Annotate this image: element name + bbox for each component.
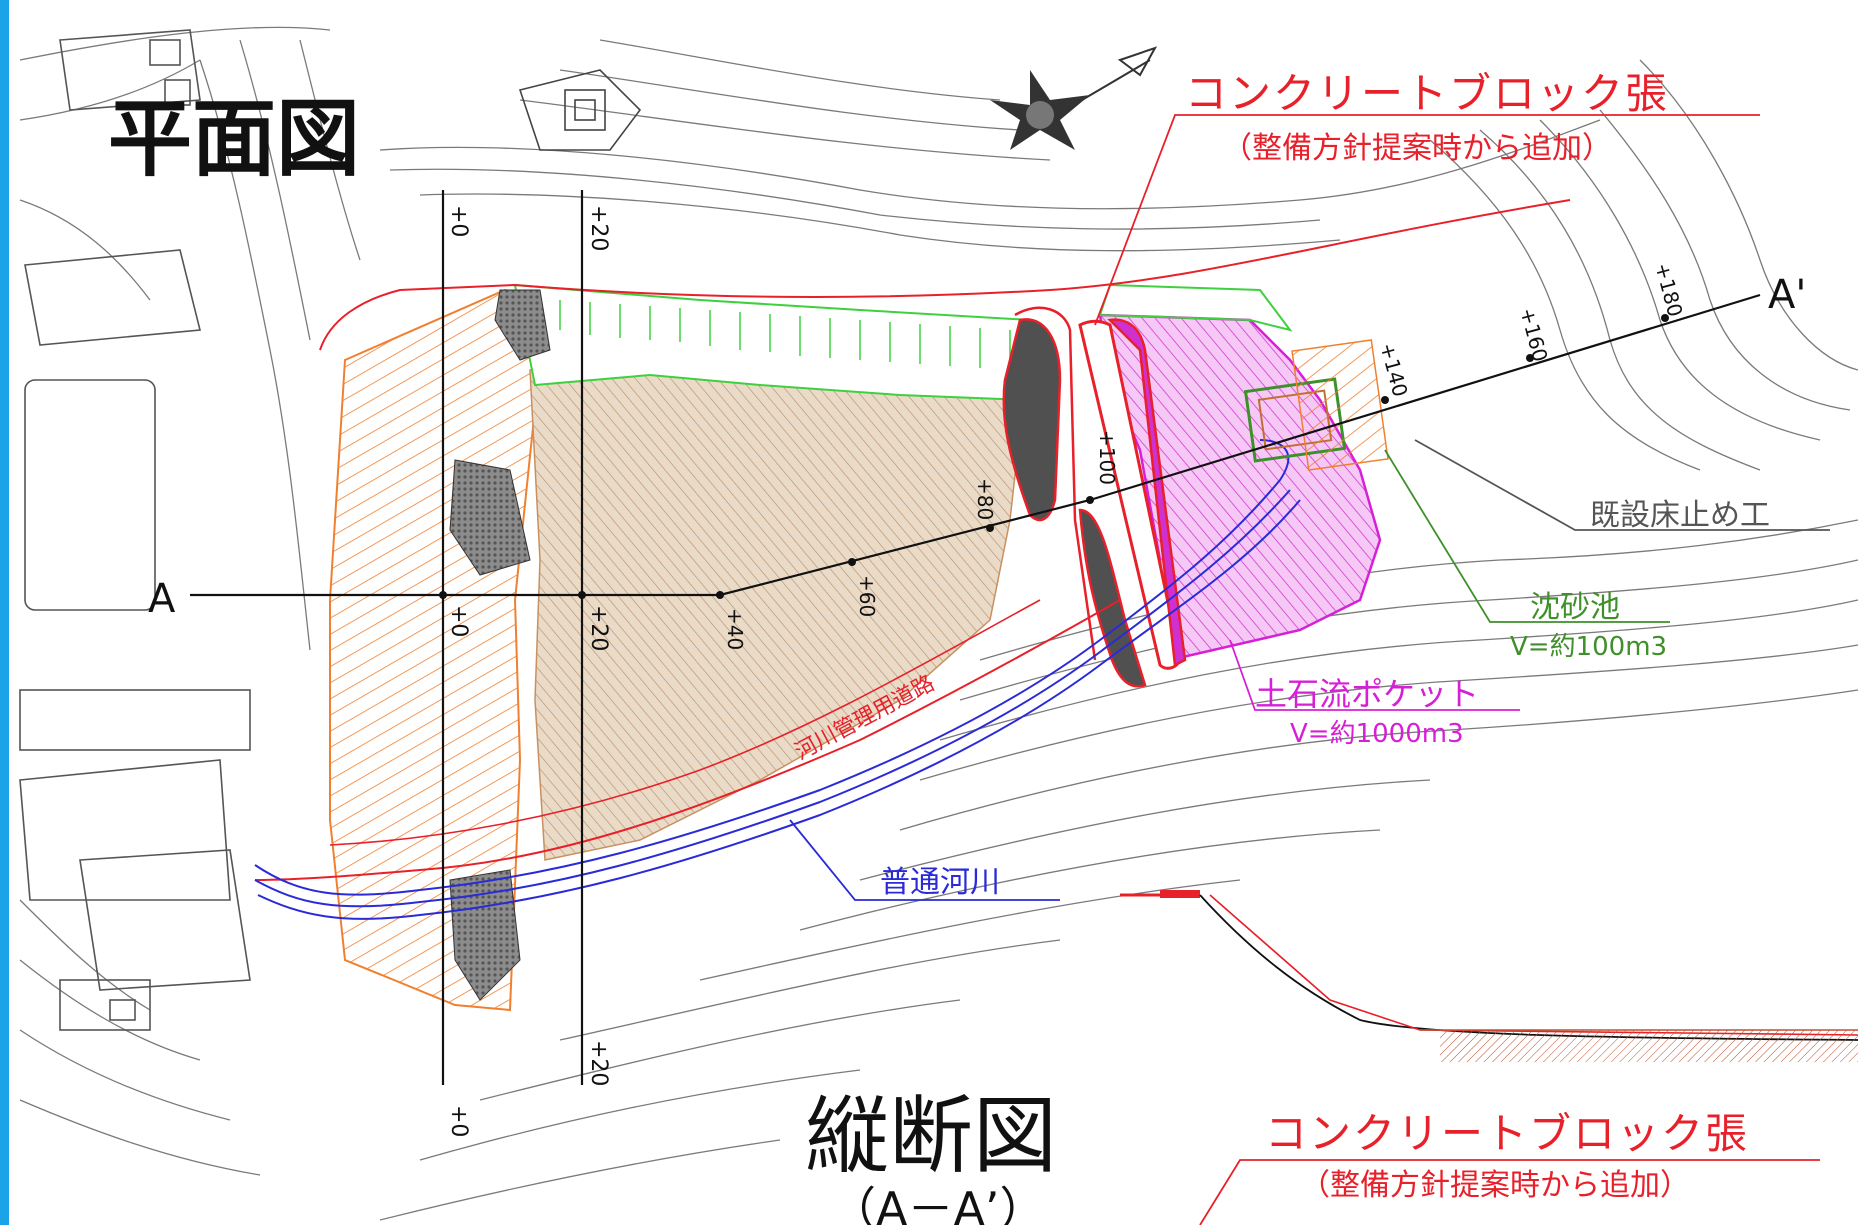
ordinary-river-label: 普通河川 xyxy=(880,865,1000,900)
station-100: +100 xyxy=(1095,430,1119,485)
concrete-block-label-2: コンクリートブロック張 xyxy=(1265,1109,1749,1158)
slope-strip-green xyxy=(513,283,1032,402)
existing-bed-stop-label: 既設床止め工 xyxy=(1590,498,1770,533)
station-20-top: +20 xyxy=(586,205,611,251)
section-mark-a-prime: A' xyxy=(1768,272,1806,318)
station-0-mid: +0 xyxy=(446,605,471,637)
station-lines xyxy=(441,190,584,1085)
concrete-block-sub-2: （整備方針提案時から追加） xyxy=(1300,1168,1690,1203)
concrete-block-dark-2 xyxy=(1078,508,1147,688)
management-road-lower xyxy=(254,599,1121,881)
concrete-block-strip-2 xyxy=(1107,318,1187,667)
station-140: +140 xyxy=(1375,340,1412,399)
sand-basin xyxy=(1243,339,1389,471)
compass-icon xyxy=(990,46,1158,150)
section-line-a xyxy=(190,293,1761,597)
profile-section-label: （A－A’） xyxy=(830,1182,1046,1225)
concrete-block-label-1: コンクリートブロック張 xyxy=(1185,69,1669,118)
section-points xyxy=(439,314,1669,599)
left-accent-bar xyxy=(0,0,9,1225)
station-20-mid: +20 xyxy=(586,605,611,651)
stone-area-2 xyxy=(449,459,531,576)
profile-title: 縦断図 xyxy=(805,1087,1057,1185)
station-180: +180 xyxy=(1650,260,1687,319)
concrete-block-dark-1 xyxy=(1002,318,1062,522)
station-0-bottom: +0 xyxy=(446,1105,471,1137)
management-road-lower-2 xyxy=(329,599,1041,846)
ordinary-river xyxy=(254,439,1301,920)
management-road-outline xyxy=(319,199,1571,351)
leader-lines xyxy=(789,114,1830,1226)
debris-pocket-volume: V=約1000m3 xyxy=(1290,719,1464,749)
left-parcels xyxy=(19,29,251,1031)
station-160: +160 xyxy=(1515,305,1552,364)
station-40: +40 xyxy=(723,608,747,650)
sand-basin-volume: V=約100m3 xyxy=(1510,632,1667,662)
sand-basin-label: 沈砂池 xyxy=(1530,590,1620,625)
plan-title: 平面図 xyxy=(108,90,360,188)
stone-area-1 xyxy=(494,289,551,361)
station-80: +80 xyxy=(973,478,997,520)
station-20-bottom: +20 xyxy=(586,1040,611,1086)
block-outline-left xyxy=(1014,306,1097,661)
debris-pocket-label: 土石流ポケット xyxy=(1255,675,1479,713)
terrain-contours xyxy=(19,26,1858,1221)
section-mark-a: A xyxy=(148,576,176,622)
station-60: +60 xyxy=(855,575,879,617)
shrine-structure xyxy=(518,69,642,151)
profile-view xyxy=(1120,890,1858,1062)
concrete-block-sub-1: （整備方針提案時から追加） xyxy=(1222,131,1612,166)
station-0-top: +0 xyxy=(446,205,471,237)
